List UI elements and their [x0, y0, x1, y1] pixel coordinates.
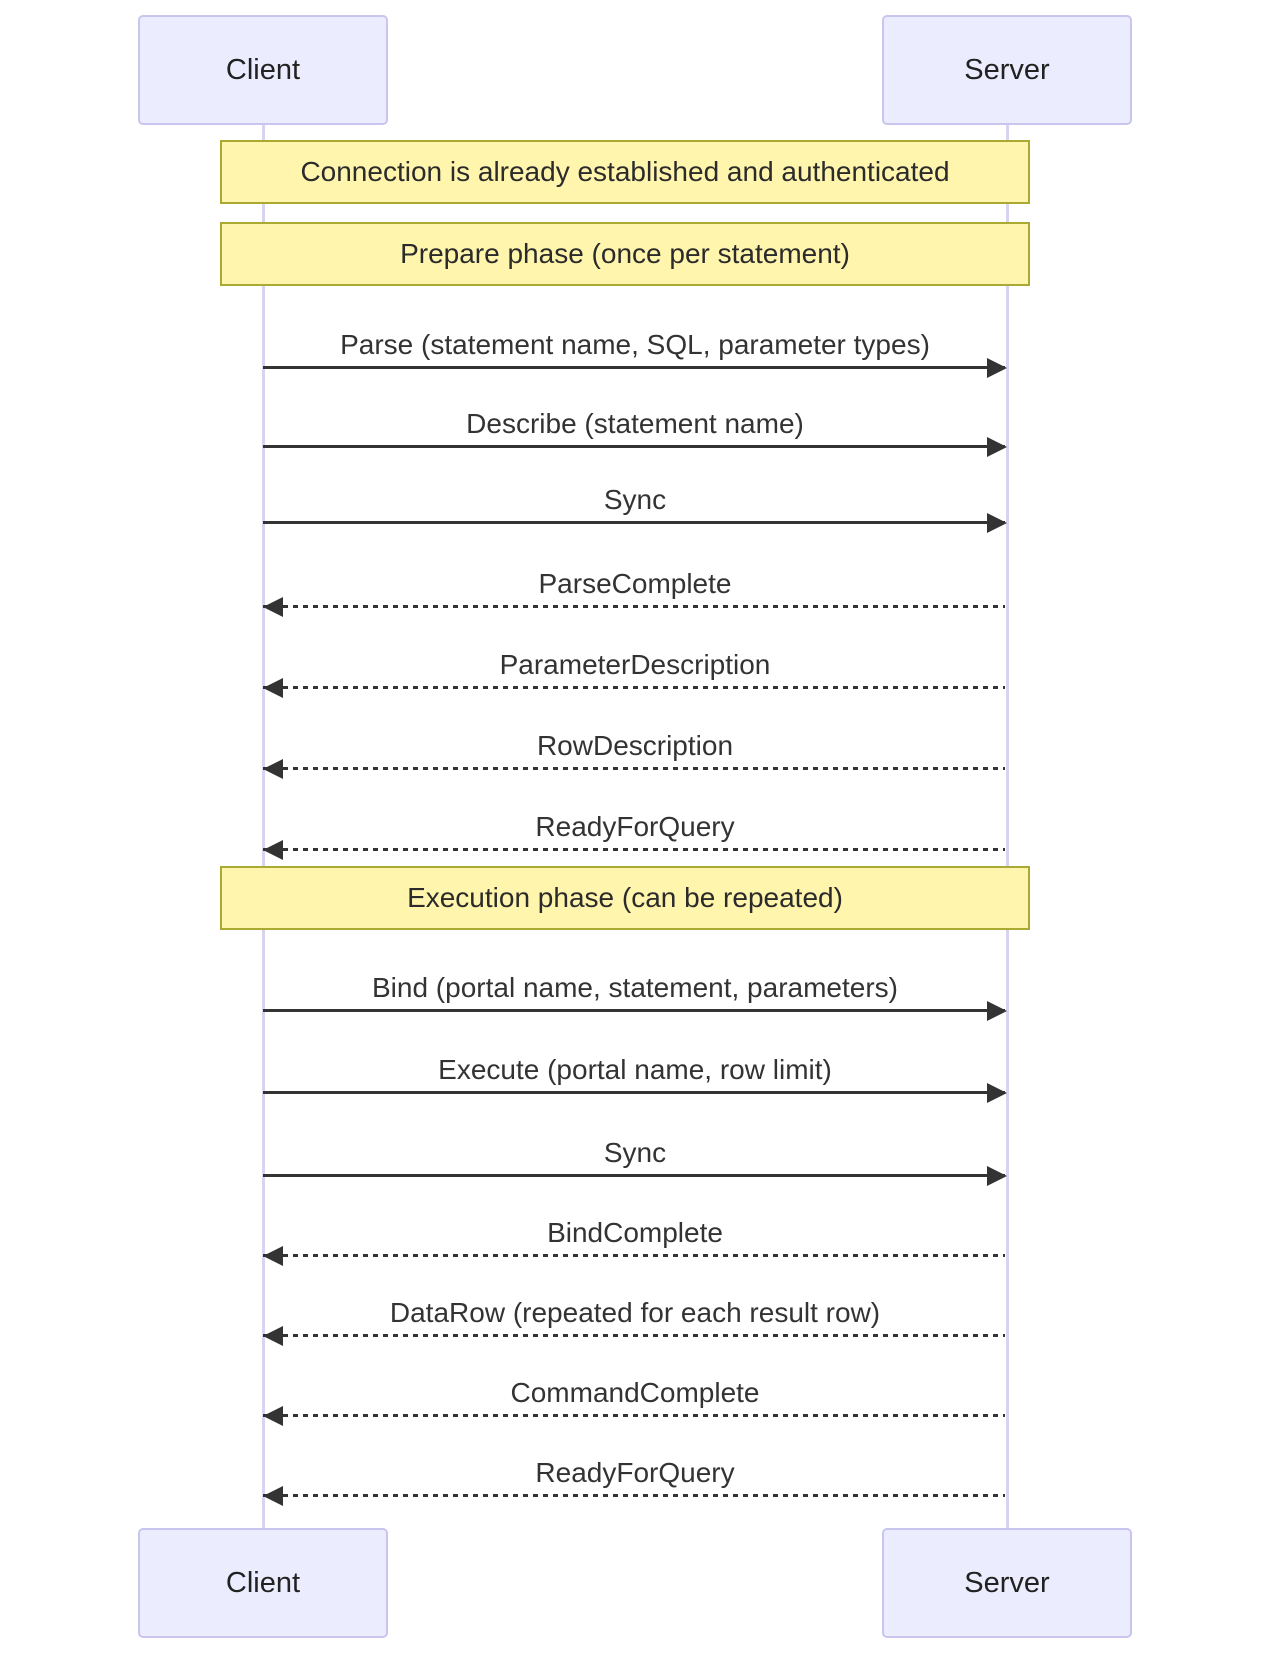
actor-server-top: Server	[882, 15, 1132, 125]
note-execution-phase-text: Execution phase (can be repeated)	[407, 882, 843, 913]
message-datarow-label: DataRow (repeated for each result row)	[389, 1297, 881, 1328]
arrow-line-solid	[263, 445, 1005, 448]
message-bindcomplete: BindComplete	[263, 1204, 1007, 1266]
message-sync-1-label: Sync	[603, 484, 667, 515]
arrow-line-solid	[263, 366, 1005, 369]
message-readyforquery-1-label: ReadyForQuery	[535, 811, 735, 842]
actor-server-top-label: Server	[964, 53, 1050, 86]
arrowhead-left-icon	[263, 1326, 283, 1346]
arrow-line-solid	[263, 1091, 1005, 1094]
arrowhead-right-icon	[987, 513, 1007, 533]
actor-server-bottom-label: Server	[964, 1566, 1050, 1599]
message-parse-label: Parse (statement name, SQL, parameter ty…	[340, 329, 930, 360]
arrowhead-right-icon	[987, 437, 1007, 457]
arrow-line-dashed	[263, 686, 1005, 689]
note-execution-phase: Execution phase (can be repeated)	[220, 866, 1030, 930]
note-prepare-phase-text: Prepare phase (once per statement)	[400, 238, 850, 269]
message-sync-2-label: Sync	[603, 1137, 667, 1168]
actor-client-top-label: Client	[225, 53, 301, 86]
arrow-line-solid	[263, 1009, 1005, 1012]
actor-client-bottom: Client	[138, 1528, 388, 1638]
arrow-line-dashed	[263, 1414, 1005, 1417]
arrow-line-dashed	[263, 848, 1005, 851]
arrow-line-dashed	[263, 1254, 1005, 1257]
arrow-line-solid	[263, 1174, 1005, 1177]
arrow-line-dashed	[263, 1494, 1005, 1497]
message-describe: Describe (statement name)	[263, 395, 1007, 457]
arrowhead-left-icon	[263, 1486, 283, 1506]
message-parameterdescription: ParameterDescription	[263, 636, 1007, 698]
message-bindcomplete-label: BindComplete	[547, 1217, 723, 1248]
server-lifeline	[1006, 125, 1009, 1528]
arrowhead-right-icon	[987, 1166, 1007, 1186]
arrowhead-left-icon	[263, 678, 283, 698]
message-bind-label: Bind (portal name, statement, parameters…	[371, 972, 898, 1003]
arrow-line-solid	[263, 521, 1005, 524]
arrowhead-left-icon	[263, 1406, 283, 1426]
arrowhead-right-icon	[987, 358, 1007, 378]
message-describe-label: Describe (statement name)	[466, 408, 804, 439]
arrow-line-dashed	[263, 1334, 1005, 1337]
message-commandcomplete: CommandComplete	[263, 1364, 1007, 1426]
message-readyforquery-2-label: ReadyForQuery	[535, 1457, 735, 1488]
message-readyforquery-2: ReadyForQuery	[263, 1444, 1007, 1506]
actor-client-bottom-label: Client	[225, 1566, 301, 1599]
arrow-line-dashed	[263, 605, 1005, 608]
note-prepare-phase: Prepare phase (once per statement)	[220, 222, 1030, 286]
message-parsecomplete: ParseComplete	[263, 555, 1007, 617]
message-sync-2: Sync	[263, 1124, 1007, 1186]
message-sync-1: Sync	[263, 471, 1007, 533]
message-execute-label: Execute (portal name, row limit)	[438, 1054, 832, 1085]
arrowhead-right-icon	[987, 1001, 1007, 1021]
arrowhead-left-icon	[263, 840, 283, 860]
arrowhead-left-icon	[263, 759, 283, 779]
actor-client-top: Client	[138, 15, 388, 125]
message-parse: Parse (statement name, SQL, parameter ty…	[263, 316, 1007, 378]
arrowhead-right-icon	[987, 1083, 1007, 1103]
message-parsecomplete-label: ParseComplete	[538, 568, 732, 599]
arrow-line-dashed	[263, 767, 1005, 770]
message-readyforquery-1: ReadyForQuery	[263, 798, 1007, 860]
message-execute: Execute (portal name, row limit)	[263, 1041, 1007, 1103]
message-commandcomplete-label: CommandComplete	[510, 1377, 760, 1408]
message-datarow: DataRow (repeated for each result row)	[263, 1284, 1007, 1346]
note-connection-established-text: Connection is already established and au…	[300, 156, 950, 187]
message-parameterdescription-label: ParameterDescription	[499, 649, 771, 680]
actor-server-bottom: Server	[882, 1528, 1132, 1638]
arrowhead-left-icon	[263, 597, 283, 617]
message-rowdescription-label: RowDescription	[536, 730, 734, 761]
message-rowdescription: RowDescription	[263, 717, 1007, 779]
note-connection-established: Connection is already established and au…	[220, 140, 1030, 204]
client-lifeline	[262, 125, 265, 1528]
message-bind: Bind (portal name, statement, parameters…	[263, 959, 1007, 1021]
arrowhead-left-icon	[263, 1246, 283, 1266]
